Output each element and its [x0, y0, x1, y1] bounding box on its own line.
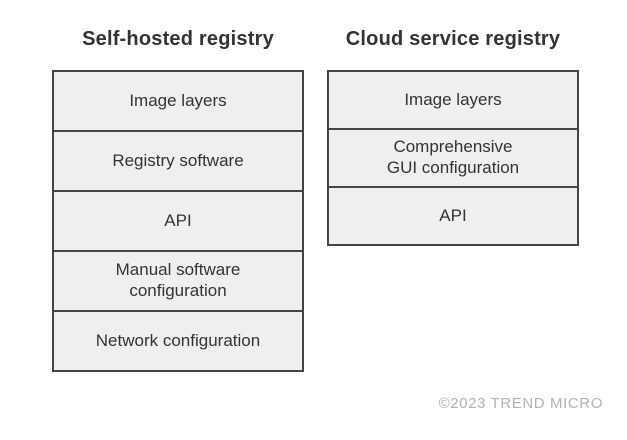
- self-hosted-column-title: Self-hosted registry: [82, 28, 274, 50]
- stack-cell-api: API: [54, 190, 302, 250]
- cloud-service-column-title: Cloud service registry: [345, 28, 561, 50]
- stack-cell-manual-software-configuration: Manual software configuration: [54, 250, 302, 310]
- stack-cell-network-configuration: Network configuration: [54, 310, 302, 370]
- stack-cell-image-layers: Image layers: [54, 72, 302, 130]
- stack-cell-registry-software: Registry software: [54, 130, 302, 190]
- self-hosted-stack: Image layers Registry software API Manua…: [52, 70, 304, 372]
- copyright-text: ©2023 TREND MICRO: [438, 395, 603, 412]
- cloud-service-stack: Image layers Comprehensive GUI configura…: [327, 70, 579, 246]
- stack-cell-api: API: [329, 186, 577, 244]
- stack-cell-image-layers: Image layers: [329, 72, 577, 128]
- stack-cell-gui-configuration: Comprehensive GUI configuration: [329, 128, 577, 186]
